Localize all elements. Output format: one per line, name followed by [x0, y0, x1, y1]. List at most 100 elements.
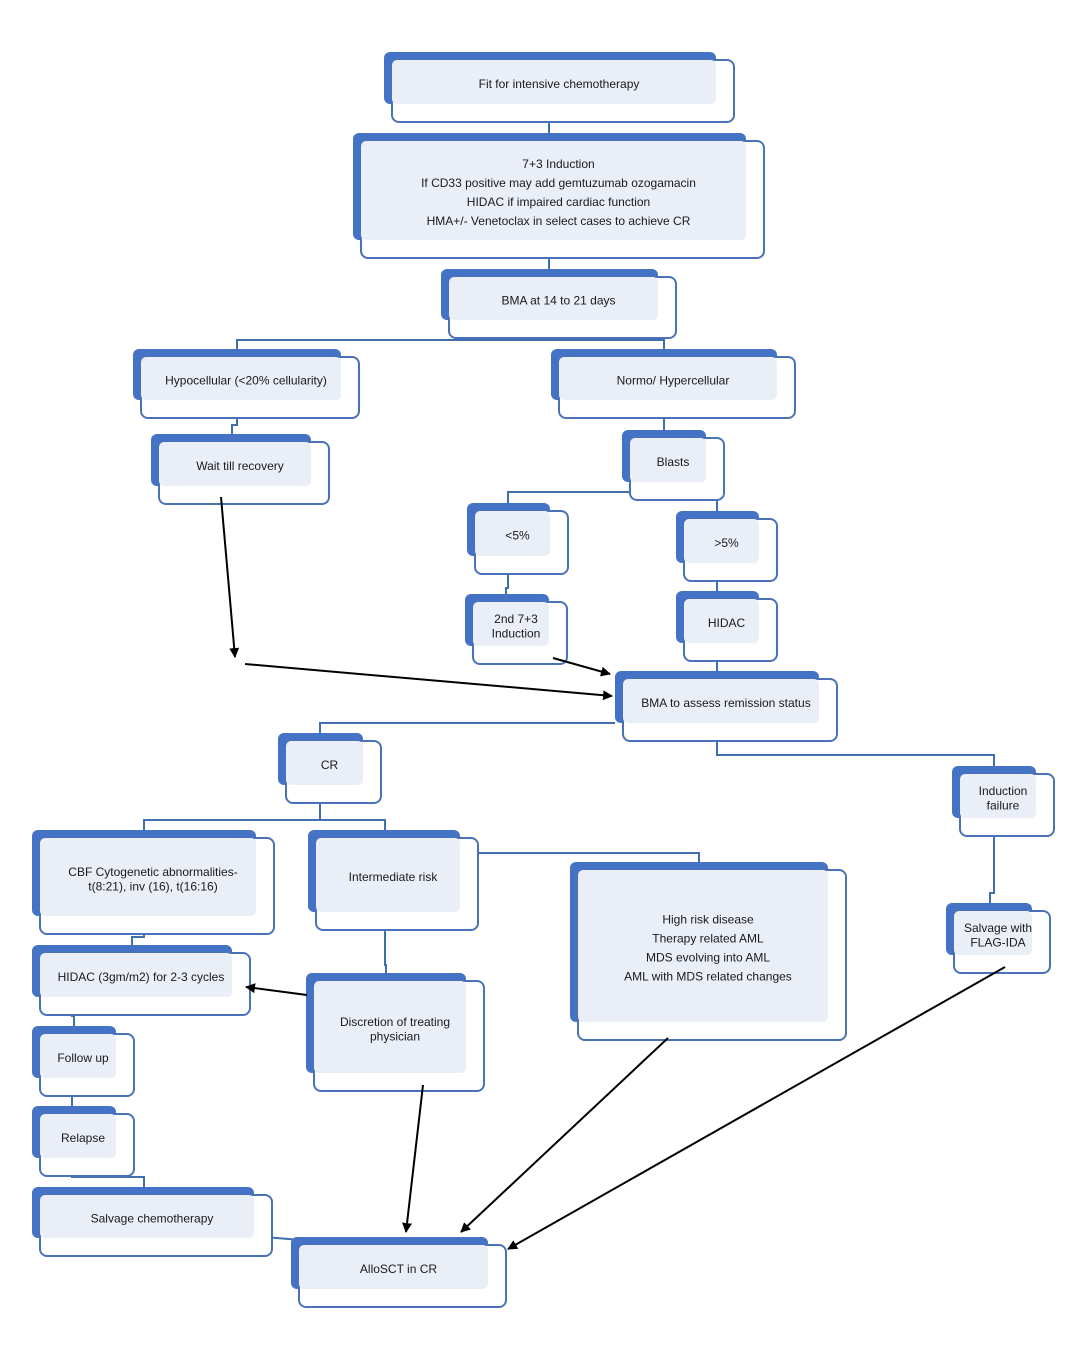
node-fill: [578, 870, 828, 1022]
node-fill: [40, 1195, 254, 1238]
node-blasts: Blasts: [622, 430, 725, 501]
node-hypo: Hypocellular (<20% cellularity): [133, 349, 360, 419]
node-label: Induction: [492, 626, 541, 640]
node-fill: [684, 599, 759, 643]
nodes: Fit for intensive chemotherapy 7+3 Induct…: [32, 52, 1055, 1308]
node-label: High risk disease: [662, 913, 754, 927]
node-label: failure: [987, 798, 1020, 812]
node-label: HIDAC if impaired cardiac function: [467, 195, 650, 209]
node-bmarem: BMA to assess remission status: [615, 671, 838, 742]
node-label: CBF Cytogenetic abnormalities-: [68, 865, 237, 879]
node-label: <5%: [505, 529, 530, 543]
node-label: >5%: [714, 536, 739, 550]
flow-arrow: [220, 496, 240, 658]
flow-arrow: [245, 983, 308, 996]
node-relapse: Relapse: [32, 1106, 135, 1177]
node-fill: [159, 442, 311, 486]
node-label: Salvage chemotherapy: [91, 1212, 214, 1226]
node-fill: [449, 277, 658, 320]
node-fill: [141, 357, 341, 400]
node-fill: [361, 141, 746, 240]
node-cbf: CBF Cytogenetic abnormalities-t(8:21), i…: [32, 830, 275, 935]
connector-line: [319, 722, 615, 733]
node-label: Hypocellular (<20% cellularity): [165, 374, 327, 388]
node-label: BMA at 14 to 21 days: [501, 294, 615, 308]
node-fill: [299, 1245, 488, 1289]
node-fill: [40, 1114, 116, 1158]
node-label: BMA to assess remission status: [641, 696, 810, 710]
node-fill: [684, 519, 759, 563]
node-label: AML with MDS related changes: [624, 970, 792, 984]
node-label: t(8:21), inv (16), t(16:16): [88, 879, 217, 893]
arrows: [220, 496, 1006, 1250]
node-fill: [960, 774, 1036, 818]
node-label: HIDAC: [708, 616, 746, 630]
node-hidac3: HIDAC (3gm/m2) for 2-3 cycles: [32, 945, 251, 1016]
flow-arrow: [507, 966, 1006, 1250]
node-label: If CD33 positive may add gemtuzumab ozog…: [421, 176, 696, 190]
node-fill: [954, 911, 1032, 955]
node-cr: CR: [278, 733, 382, 804]
node-lt5: <5%: [467, 503, 569, 575]
node-fill: [286, 741, 363, 785]
connector-line: [471, 852, 700, 862]
node-fill: [473, 602, 549, 646]
connector-line: [716, 733, 995, 766]
node-bma14: BMA at 14 to 21 days: [441, 269, 677, 339]
node-gt5: >5%: [676, 511, 778, 582]
node-label: 7+3 Induction: [522, 157, 594, 171]
connector-line: [236, 339, 665, 349]
node-label: MDS evolving into AML: [646, 951, 770, 965]
node-allo: AlloSCT in CR: [291, 1237, 507, 1308]
node-label: Blasts: [657, 455, 690, 469]
node-inter: Intermediate risk: [308, 830, 479, 931]
node-label: CR: [321, 758, 339, 772]
node-label: Follow up: [57, 1051, 109, 1065]
node-fit: Fit for intensive chemotherapy: [384, 52, 735, 123]
node-fill: [40, 1034, 116, 1078]
node-label: Relapse: [61, 1131, 105, 1145]
node-label: 2nd 7+3: [494, 612, 538, 626]
node-label: Wait till recovery: [196, 459, 284, 473]
connector-line: [384, 921, 387, 973]
node-label: Induction: [979, 784, 1028, 798]
node-label: Fit for intensive chemotherapy: [479, 77, 640, 91]
node-label: physician: [370, 1029, 420, 1043]
node-label: HIDAC (3gm/m2) for 2-3 cycles: [58, 970, 225, 984]
connector-line: [505, 565, 509, 594]
node-induction: 7+3 Induction If CD33 positive may add ge…: [353, 133, 765, 259]
node-fill: [314, 981, 466, 1073]
connector-line: [507, 491, 718, 511]
connector-line: [989, 827, 995, 903]
node-fill: [392, 60, 716, 104]
node-fill: [40, 953, 232, 997]
node-label: HMA+/- Venetoclax in select cases to ach…: [427, 214, 691, 228]
node-follow: Follow up: [32, 1026, 135, 1097]
flow-arrow: [244, 663, 613, 701]
node-label: Discretion of treating: [340, 1015, 450, 1029]
node-wait: Wait till recovery: [151, 434, 330, 505]
node-normo: Normo/ Hypercellular: [551, 349, 796, 419]
node-label: Normo/ Hypercellular: [617, 374, 730, 388]
flow-arrow: [460, 1037, 669, 1233]
node-label: AlloSCT in CR: [360, 1262, 437, 1276]
flow-arrow: [402, 1084, 424, 1233]
connector-line: [143, 819, 386, 830]
node-fill: [475, 511, 550, 556]
node-label: FLAG-IDA: [970, 935, 1025, 949]
node-fill: [40, 838, 256, 916]
node-hidac: HIDAC: [676, 591, 778, 662]
node-salvage: Salvage chemotherapy: [32, 1187, 273, 1257]
node-fill: [630, 438, 706, 482]
node-fill: [316, 838, 460, 912]
node-fill: [623, 679, 819, 723]
node-label: Intermediate risk: [349, 870, 439, 884]
node-fill: [559, 357, 777, 400]
node-label: Salvage with: [964, 921, 1032, 935]
